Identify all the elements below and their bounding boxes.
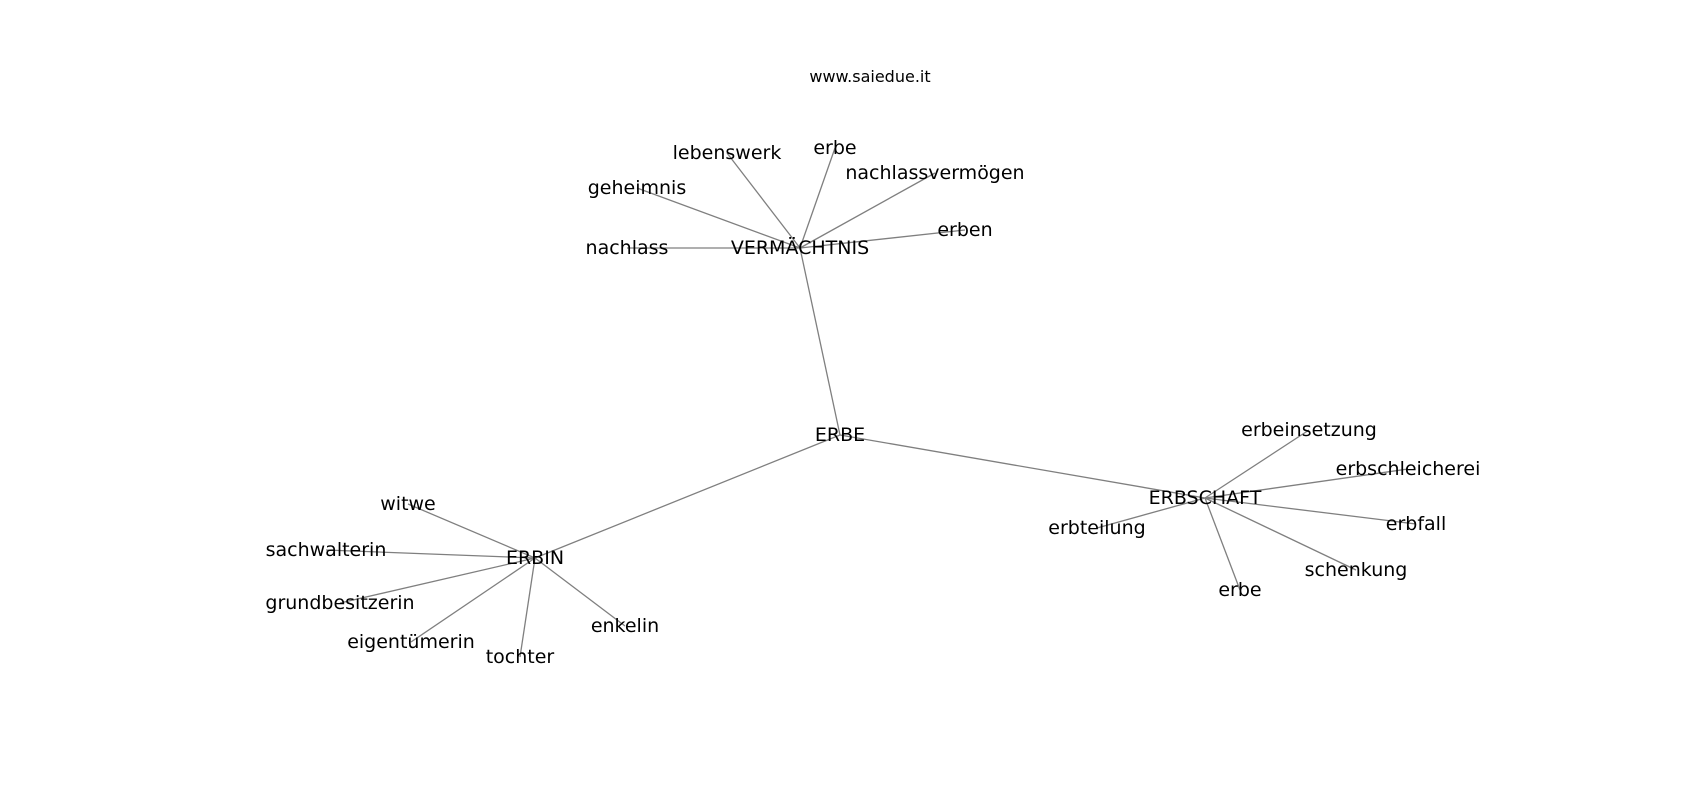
- edge-erbschaft-erbeinsetzung: [1204, 429, 1310, 499]
- label-layer: ERBE VERMÄCHTNIS ERBIN ERBSCHAFT lebenswerk e…: [265, 137, 1480, 668]
- node-nachlass: nachlass: [586, 237, 669, 259]
- edge-erbe_center-erbschaft: [839, 434, 1206, 499]
- node-erbfall: erbfall: [1386, 513, 1446, 535]
- node-grundbesitzerin: grundbesitzerin: [265, 592, 414, 614]
- edge-vermaechtnis-lebenswerk: [726, 152, 801, 249]
- node-erbe_s: erbe: [1218, 579, 1261, 601]
- edge-erbin-grundbesitzerin: [339, 557, 536, 604]
- node-nachlassvermoegen: nachlassvermögen: [845, 162, 1024, 184]
- edge-erbschaft-erbe_s: [1204, 497, 1241, 591]
- node-lebenswerk: lebenswerk: [673, 142, 782, 164]
- node-erbschleicherei: erbschleicherei: [1336, 458, 1481, 480]
- edge-vermaechtnis-geheimnis: [636, 187, 801, 249]
- node-schenkung: schenkung: [1305, 559, 1408, 581]
- edge-vermaechtnis-erbe_v: [799, 147, 836, 249]
- edge-erbin-tochter: [519, 557, 536, 658]
- node-erbeinsetzung: erbeinsetzung: [1241, 419, 1377, 441]
- site-watermark: www.saiedue.it: [809, 67, 930, 86]
- edge-erbe_center-erbin: [534, 434, 841, 559]
- node-erbe_v: erbe: [813, 137, 856, 159]
- node-enkelin: enkelin: [591, 615, 659, 637]
- node-erbe_center: ERBE: [815, 424, 865, 446]
- edge-vermaechtnis-nachlassvermoegen: [799, 172, 936, 249]
- node-erben: erben: [937, 219, 992, 241]
- edge-erbe_center-vermaechtnis: [799, 247, 841, 436]
- node-vermaechtnis: VERMÄCHTNIS: [731, 236, 869, 259]
- node-sachwalterin: sachwalterin: [266, 539, 387, 561]
- node-tochter: tochter: [486, 646, 555, 668]
- edge-erbschaft-erbfall: [1204, 497, 1417, 525]
- node-eigentuemerin: eigentümerin: [347, 631, 475, 653]
- node-erbin: ERBIN: [506, 547, 564, 569]
- edge-vermaechtnis-erben: [799, 229, 966, 249]
- node-geheimnis: geheimnis: [588, 177, 687, 199]
- edge-erbin-sachwalterin: [325, 549, 536, 559]
- edge-erbin-witwe: [407, 503, 536, 559]
- edge-erbschaft-erbschleicherei: [1204, 468, 1409, 499]
- node-witwe: witwe: [380, 493, 436, 515]
- edge-erbschaft-erbteilung: [1096, 497, 1206, 529]
- edge-erbschaft-schenkung: [1204, 497, 1357, 571]
- edge-erbin-eigentuemerin: [410, 557, 536, 643]
- edge-erbin-enkelin: [534, 557, 626, 627]
- node-erbschaft: ERBSCHAFT: [1149, 487, 1262, 509]
- node-erbteilung: erbteilung: [1048, 517, 1145, 539]
- edge-layer: [325, 147, 1417, 658]
